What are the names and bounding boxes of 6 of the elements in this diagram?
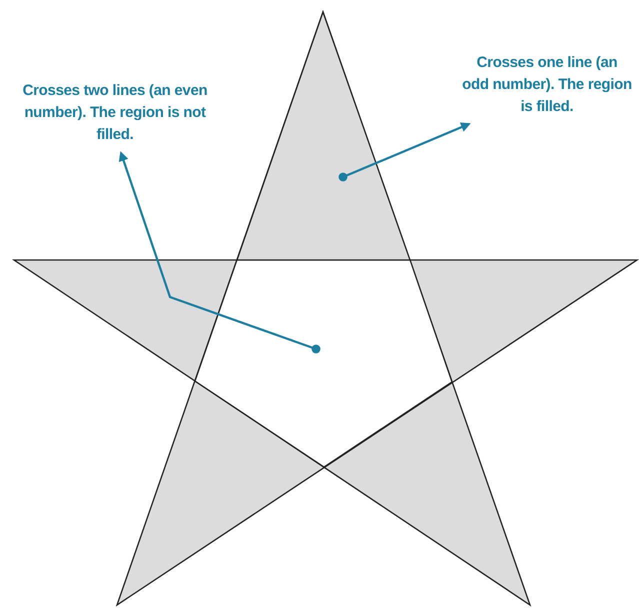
leader-arrow [338, 122, 471, 182]
filled-region [236, 10, 411, 261]
annotation-text: Crosses two lines (an even number). The region is not filled. [15, 80, 215, 146]
unfilled-region [194, 259, 453, 468]
leader-arrow [118, 151, 320, 354]
annotation-text: Crosses one line (an odd number). The region is filled. [462, 52, 632, 118]
